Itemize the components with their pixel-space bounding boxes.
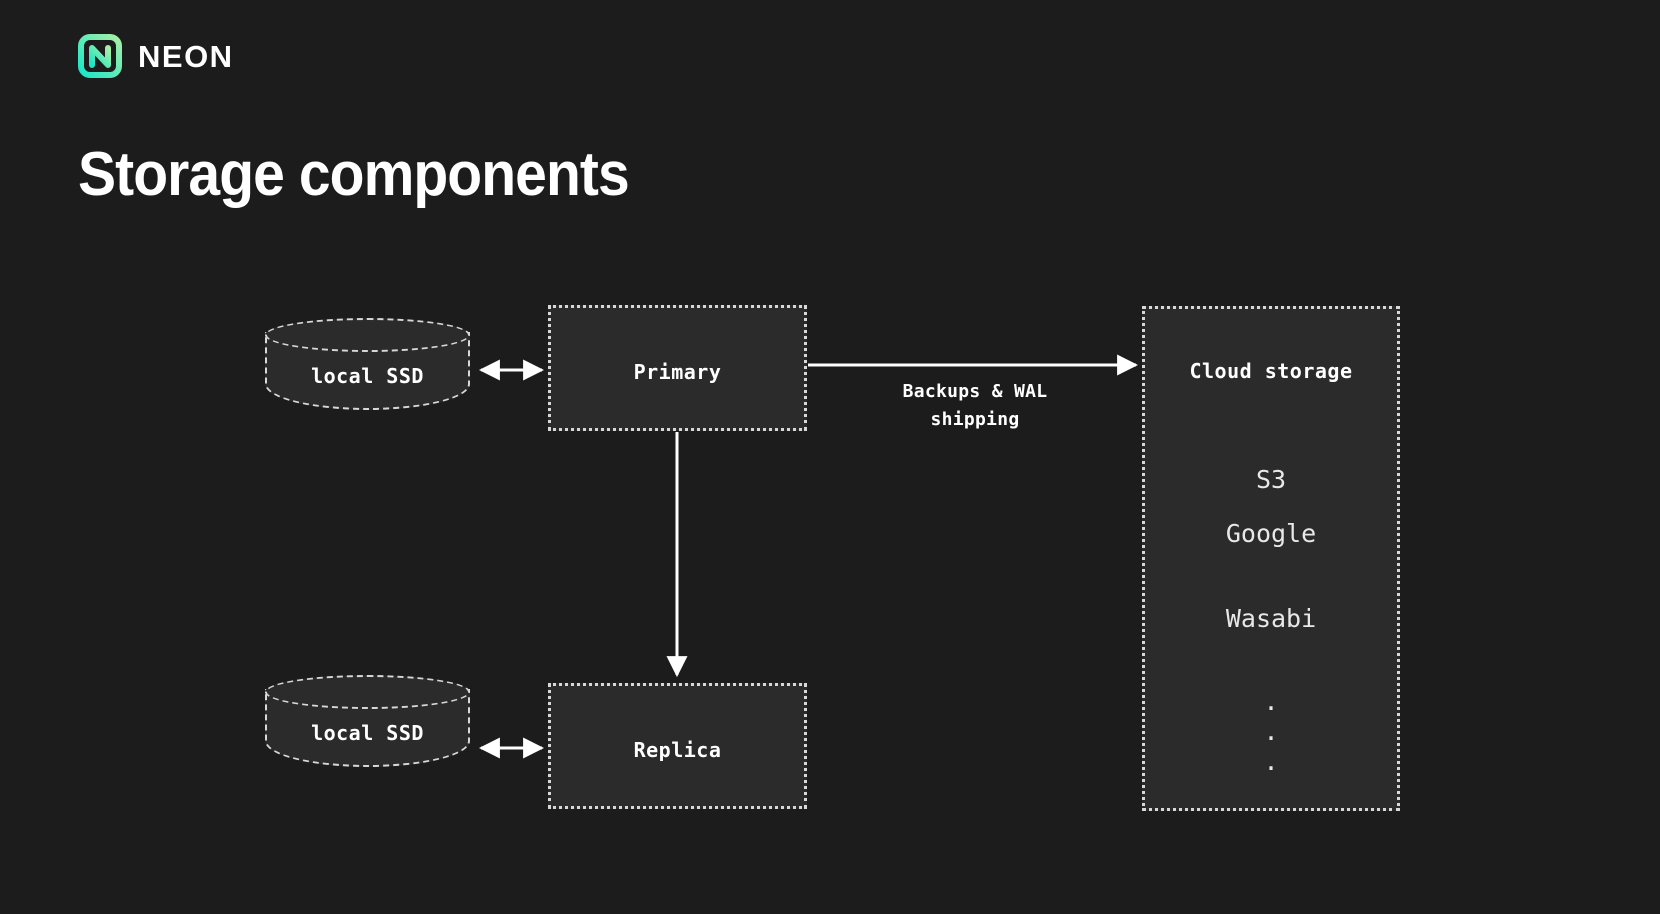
edge-label-line-2: shipping: [930, 409, 1020, 430]
brand-name: NEON: [138, 38, 234, 74]
node-cloud-storage[interactable]: Cloud storage S3 Google Wasabi . . .: [1142, 306, 1400, 811]
node-label: local SSD: [311, 364, 424, 388]
neon-logo-icon: [78, 34, 122, 78]
cloud-provider-wasabi: Wasabi: [1225, 604, 1317, 633]
node-label: Replica: [633, 738, 722, 762]
cloud-provider-s3: S3: [1255, 465, 1287, 494]
node-label: local SSD: [311, 721, 424, 745]
node-primary-local-ssd[interactable]: local SSD: [265, 318, 470, 410]
ellipsis-dot-2: .: [1263, 717, 1279, 746]
node-replica[interactable]: Replica: [548, 683, 807, 809]
cylinder-top: [265, 318, 470, 352]
edge-label-line-1: Backups & WAL: [902, 381, 1048, 402]
node-replica-local-ssd[interactable]: local SSD: [265, 675, 470, 767]
ellipsis-dot-1: .: [1263, 687, 1279, 716]
node-primary[interactable]: Primary: [548, 305, 807, 431]
edge-label-backups-wal: Backups & WAL shipping: [860, 378, 1090, 434]
brand-logo: NEON: [78, 34, 234, 78]
page-title: Storage components: [78, 140, 630, 209]
node-label: Primary: [633, 360, 722, 384]
cloud-provider-google: Google: [1225, 519, 1317, 548]
node-label: Cloud storage: [1189, 359, 1353, 383]
ellipsis-dot-3: .: [1263, 747, 1279, 776]
cylinder-top: [265, 675, 470, 709]
